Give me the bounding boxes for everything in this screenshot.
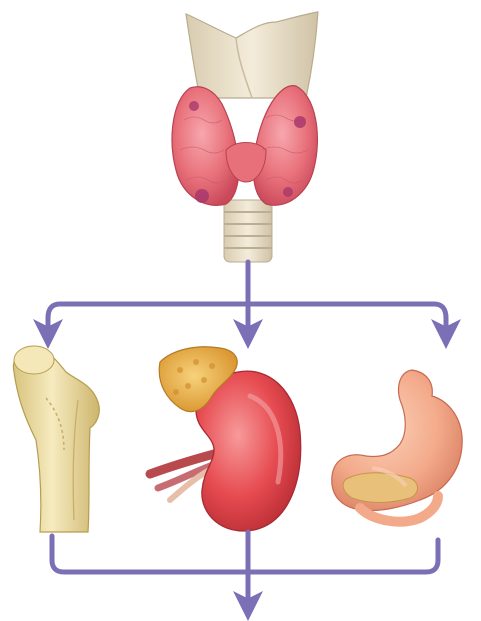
line-from-stomach [248,540,438,572]
trachea [224,200,272,262]
distribution-arrows [48,262,446,334]
thyroid-cartilage [186,12,318,98]
kidney-with-adrenal-icon [150,347,301,531]
thyroid-left-lobe [172,87,239,206]
pancreas [343,473,417,503]
arrow-to-bone [48,304,60,334]
convergence-arrows [52,532,438,606]
femur-bone-icon [13,346,99,532]
line-from-bone [52,536,248,572]
thyroid-right-lobe [253,86,317,206]
stomach-icon [332,370,462,522]
thyroid-gland-icon [172,12,318,262]
arrow-to-stomach [434,304,446,334]
